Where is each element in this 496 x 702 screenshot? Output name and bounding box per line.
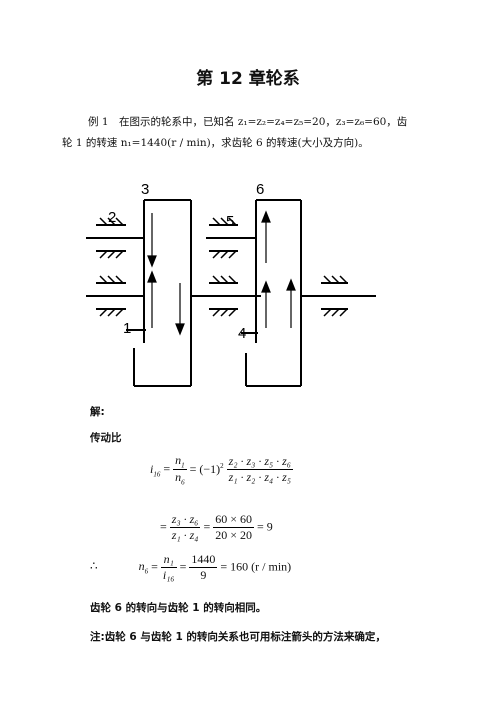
equation-ratio: i16 = n1 n6 = (−1)2 z₂ · z₃ · z₅ · z₆ z₁… xyxy=(150,453,294,487)
eq2-number-fraction: 60 × 60 20 × 20 xyxy=(213,512,255,542)
example-line-2: 轮 1 的转速 n₁=1440(r / min)，求齿轮 6 的转速(大小及方向… xyxy=(62,137,369,149)
equation-speed: ∴ n6 = n₁ i₁₆ = 1440 9 = 160 (r / min) xyxy=(90,552,292,582)
gear-label-6: 6 xyxy=(256,181,264,198)
solution-heading: 解: xyxy=(90,406,105,418)
eq2-z-fraction: z₃ · z₆ z₁ · z₄ xyxy=(169,512,201,542)
example-line-1: 例 1 在图示的轮系中，已知名 z₁=z₂=z₄=z₅=20，z₃=z₆=60，… xyxy=(88,116,408,128)
eq1-n-fraction: n1 n6 xyxy=(173,453,187,487)
gear-label-2: 2 xyxy=(108,209,116,226)
eq3-n-fraction: n₁ i₁₆ xyxy=(160,552,177,582)
gear-label-5: 5 xyxy=(226,213,234,230)
page-title: 第 12 章轮系 xyxy=(196,69,300,89)
gear-train-figure: 1 2 3 4 5 6 xyxy=(86,181,376,387)
gear-label-1: 1 xyxy=(123,320,131,337)
conclusion-text: 齿轮 6 的转向与齿轮 1 的转向相同。 xyxy=(90,602,267,614)
gear-label-3: 3 xyxy=(141,181,149,198)
gear-label-4: 4 xyxy=(238,325,246,342)
therefore-symbol: ∴ xyxy=(90,559,98,574)
ratio-label: 传动比 xyxy=(90,432,122,444)
equation-ratio-value: = z₃ · z₆ z₁ · z₄ = 60 × 60 20 × 20 = 9 xyxy=(160,512,273,542)
eq1-z-fraction: z₂ · z₃ · z₅ · z₆ z₁ · z₂ · z₄ · z₅ xyxy=(226,454,294,485)
eq3-number-fraction: 1440 9 xyxy=(189,552,218,582)
note-text: 注:齿轮 6 与齿轮 1 的转向关系也可用标注箭头的方法来确定， xyxy=(90,631,386,643)
eq1-lhs: i16 xyxy=(150,461,161,479)
